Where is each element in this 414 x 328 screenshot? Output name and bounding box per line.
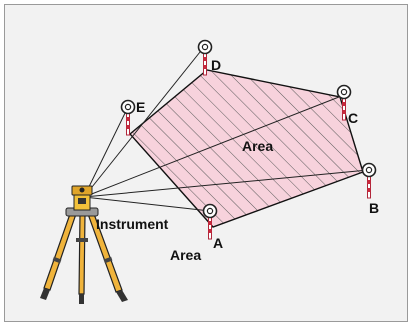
prism-pole-b: [361, 162, 377, 199]
instrument-label: Instrument: [96, 216, 169, 232]
sight-line-to-b: [83, 169, 369, 198]
sight-line-to-d: [83, 46, 205, 198]
point-label-b: B: [369, 200, 379, 216]
surveying-prism-pole-icon: [120, 99, 136, 136]
area-polygon: [128, 69, 364, 228]
prism-pole-d: [197, 39, 213, 76]
point-label-a: A: [213, 235, 223, 251]
legend-area-label: Area: [170, 247, 201, 263]
sight-lines: [83, 46, 369, 212]
surveying-prism-pole-icon: [202, 203, 218, 240]
surveying-prism-pole-icon: [197, 39, 213, 76]
prism-pole-a: [202, 203, 218, 240]
total-station-tripod-icon: [40, 185, 128, 304]
prism-pole-c: [336, 84, 352, 121]
sight-line-to-e: [83, 106, 129, 198]
point-label-e: E: [136, 99, 145, 115]
surveying-prism-pole-icon: [361, 162, 377, 199]
prism-pole-e: [120, 99, 136, 136]
sight-line-to-c: [83, 94, 345, 198]
sight-line-to-a: [83, 196, 211, 212]
area-label: Area: [242, 138, 273, 154]
point-label-c: C: [348, 110, 358, 126]
surveying-prism-pole-icon: [336, 84, 352, 121]
point-label-d: D: [211, 57, 221, 73]
